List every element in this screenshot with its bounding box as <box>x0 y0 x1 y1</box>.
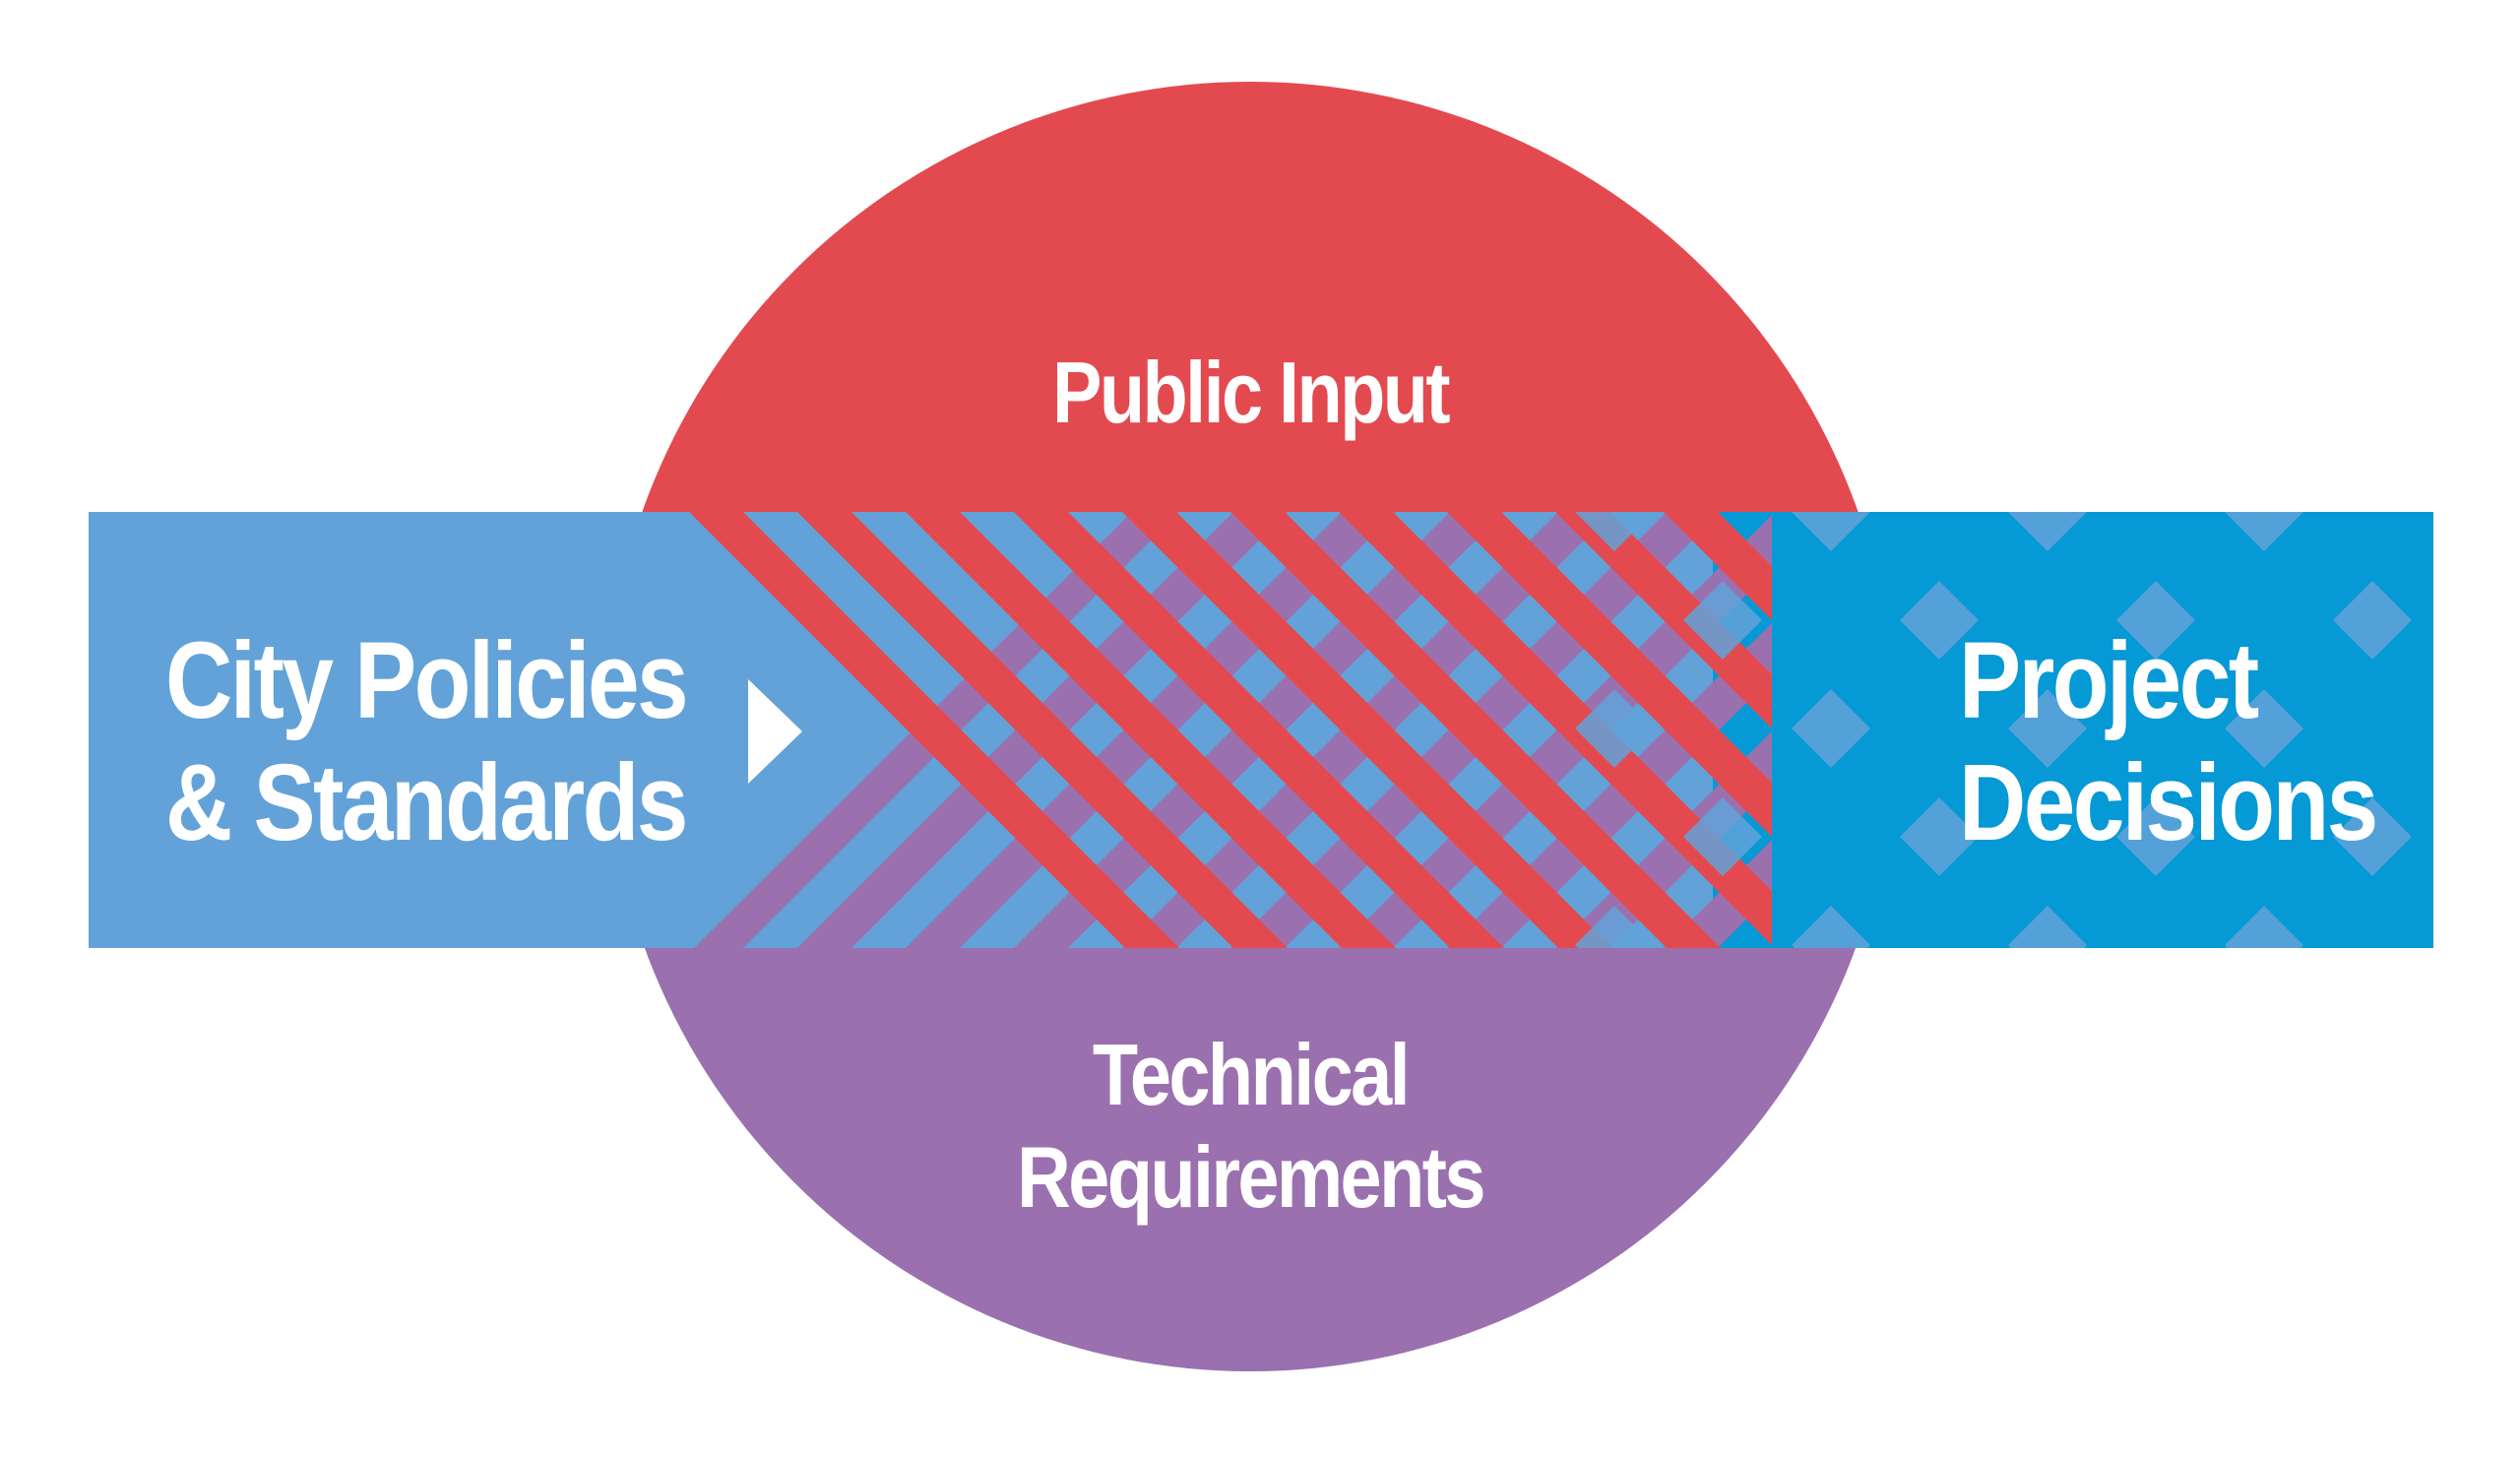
decision-diamond <box>2116 581 2195 660</box>
decision-diamond <box>2008 906 2087 948</box>
decision-diamond <box>1792 689 1870 768</box>
decision-diamond <box>2225 689 2303 768</box>
public-input-stripe <box>1122 512 1612 948</box>
decision-diamond <box>2333 1014 2412 1093</box>
decision-diamond <box>1683 797 1762 876</box>
public-input-stripe <box>906 512 1396 948</box>
decision-diamond <box>1683 581 1762 660</box>
public-input-stripe <box>1447 512 1772 948</box>
decision-diamond <box>2225 512 2303 551</box>
decision-diamond <box>2008 512 2087 551</box>
public-input-stripe <box>689 512 1179 948</box>
public-input-stripe <box>797 512 1288 948</box>
public-input-label: Public Input <box>1051 344 1451 441</box>
technical-requirements-label: Technical Requirements <box>1017 1026 1485 1226</box>
decision-diamond <box>2333 581 2412 660</box>
decision-diamond <box>1575 689 1654 768</box>
decision-diamond <box>1575 512 1654 551</box>
weave-pattern <box>689 512 2412 1093</box>
public-input-stripe <box>1555 512 1772 948</box>
public-input-stripe <box>1014 512 1504 948</box>
project-decisions-label: Project Decisions <box>1959 620 2378 863</box>
decision-diamond <box>1575 906 1654 948</box>
city-policies-label: City Policies & Standards <box>165 620 689 863</box>
arrow-icon <box>748 679 802 784</box>
decision-diamond <box>2333 797 2412 876</box>
decision-diamond <box>2225 906 2303 948</box>
decision-diamond <box>1900 797 1979 876</box>
public-input-stripe <box>1230 512 1721 948</box>
decision-diamond <box>2008 689 2087 768</box>
decision-diamond <box>1792 906 1870 948</box>
decision-diamond <box>2116 797 2195 876</box>
decision-diamond <box>1900 581 1979 660</box>
decision-diamond <box>1792 512 1870 551</box>
